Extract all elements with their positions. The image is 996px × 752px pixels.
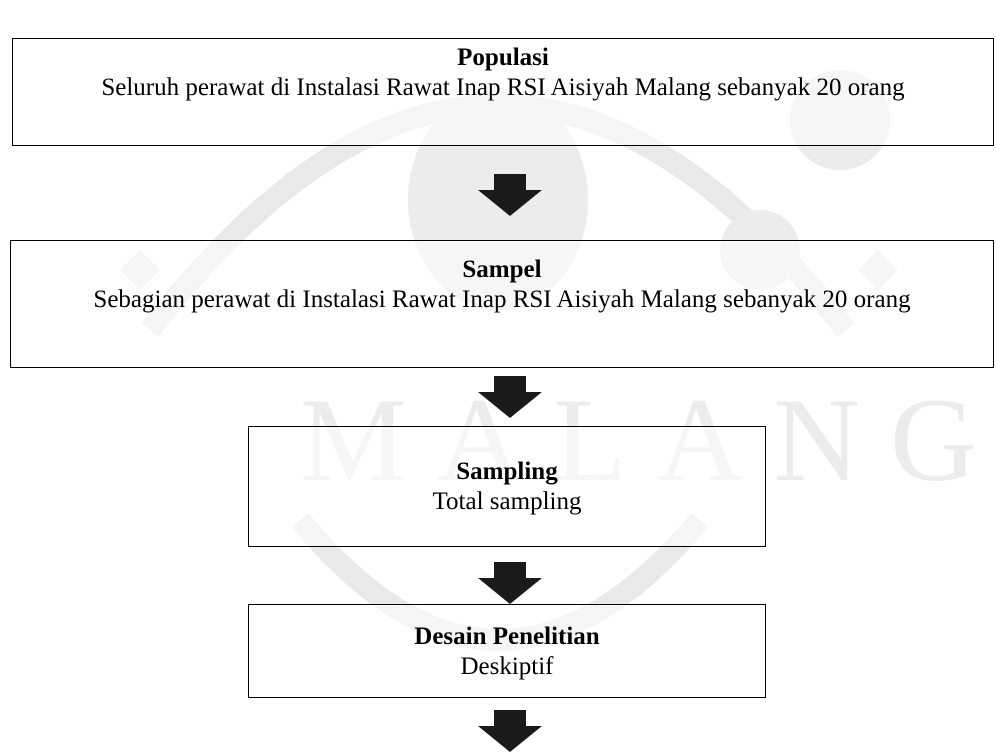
arrow-down-icon — [478, 562, 542, 604]
desain-penelitian-title: Desain Penelitian — [414, 623, 600, 650]
populasi-title: Populasi — [457, 44, 549, 71]
arrow-down-icon — [478, 174, 542, 216]
sampling-title: Sampling — [456, 458, 558, 485]
desain-penelitian-box: Desain Penelitian Deskiptif — [248, 604, 766, 698]
sampel-description: Sebagian perawat di Instalasi Rawat Inap… — [93, 286, 911, 313]
arrow-down-icon — [478, 376, 542, 418]
sampling-description: Total sampling — [432, 488, 582, 515]
populasi-description: Seluruh perawat di Instalasi Rawat Inap … — [101, 74, 905, 101]
sampling-box: Sampling Total sampling — [248, 426, 766, 547]
arrow-down-icon — [478, 710, 542, 752]
desain-penelitian-description: Deskiptif — [460, 653, 554, 680]
populasi-box: Populasi Seluruh perawat di Instalasi Ra… — [12, 38, 994, 146]
sampel-title: Sampel — [462, 256, 542, 283]
sampel-box: Sampel Sebagian perawat di Instalasi Raw… — [10, 240, 994, 368]
